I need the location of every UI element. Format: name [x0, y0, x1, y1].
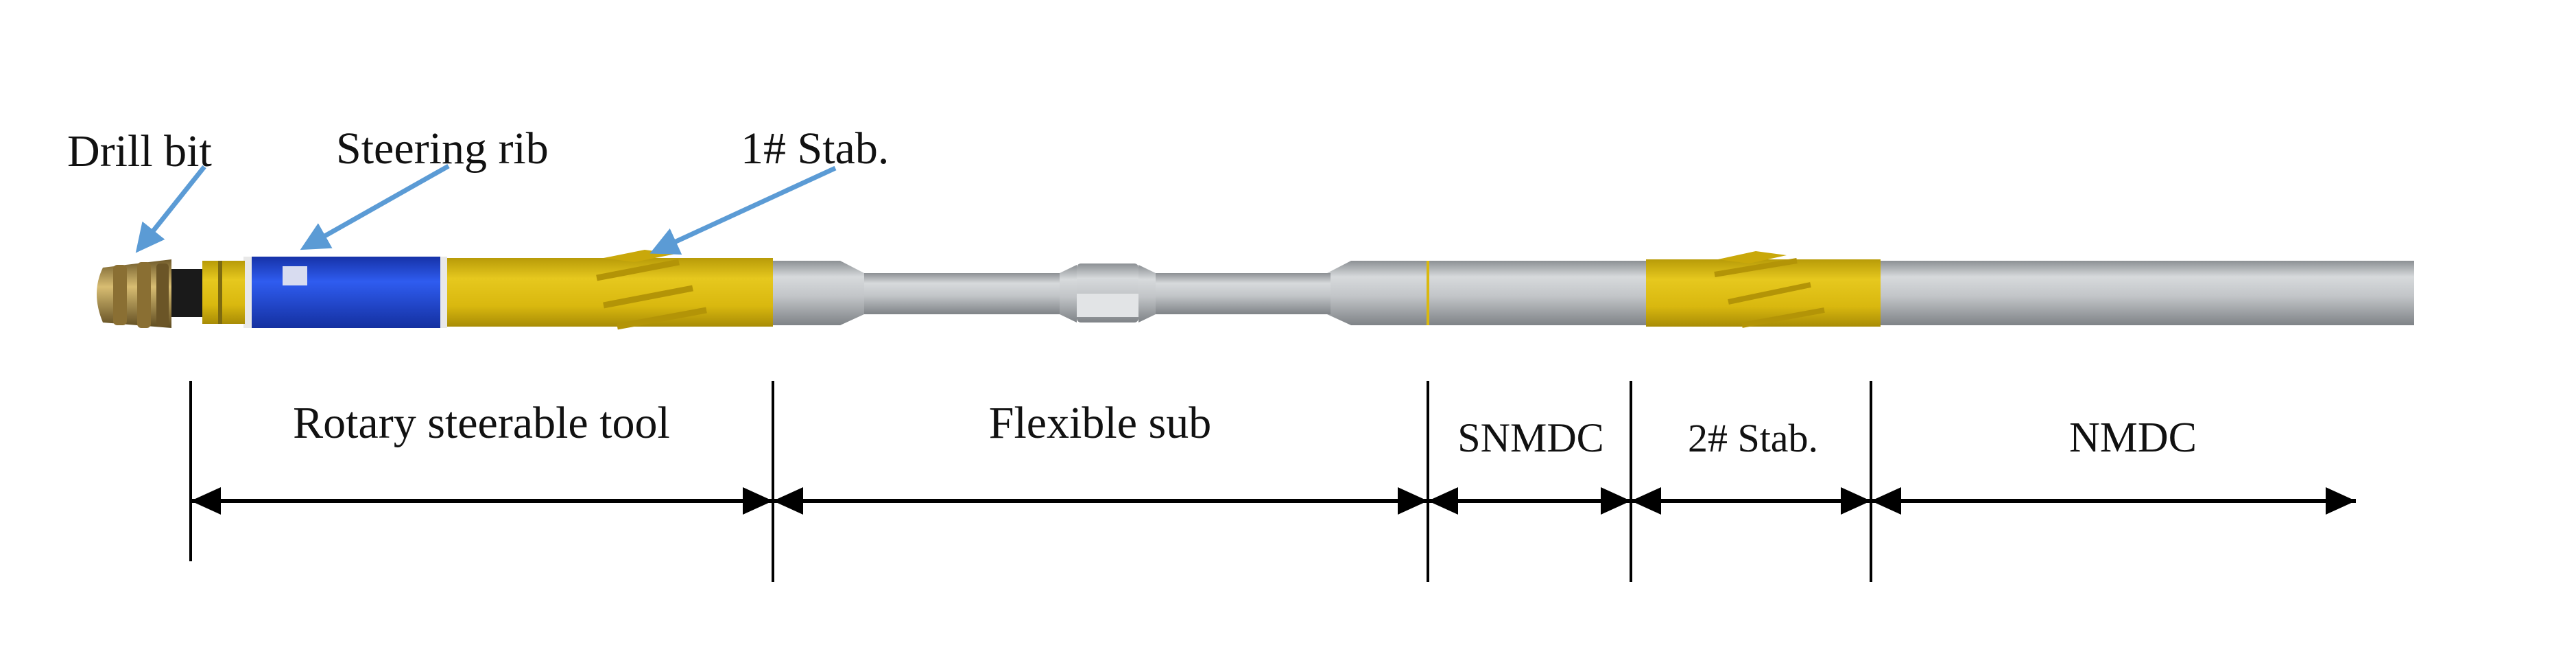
arrowhead: [2326, 487, 2356, 515]
dimension-lines: [189, 381, 2356, 582]
snmdc-label: SNMDC: [1457, 415, 1603, 460]
steering-rib-arrow: [300, 163, 450, 250]
callouts: Drill bit Steering rib 1# Stab.: [67, 124, 889, 255]
stab-1-arrow: [649, 165, 837, 255]
drill-bit-arrow: [135, 165, 206, 253]
arrowhead: [1631, 487, 1661, 515]
rst-yellow-section: [442, 250, 773, 330]
arrowhead: [773, 487, 803, 515]
arrowhead: [1841, 487, 1871, 515]
arrowhead: [1601, 487, 1631, 515]
stab-1-label: 1# Stab.: [741, 124, 889, 174]
stab-2-label: 2# Stab.: [1688, 416, 1818, 460]
flexible-sub-label: Flexible sub: [989, 398, 1212, 448]
arrowhead: [1398, 487, 1428, 515]
arrowhead: [1428, 487, 1458, 515]
rotary-steerable-tool-label: Rotary steerable tool: [293, 398, 670, 448]
snmdc-collar: [1428, 261, 1647, 325]
drill-bit-body: [97, 259, 171, 328]
steering-rib-label: Steering rib: [336, 124, 549, 174]
section-labels: Rotary steerable tool Flexible sub SNMDC…: [293, 398, 2197, 461]
arrowhead: [743, 487, 773, 515]
flexible-sub-body: [772, 261, 1427, 325]
bit-neck: [171, 269, 204, 317]
nmdc-collar: [1879, 261, 2414, 325]
arrowhead: [1871, 487, 1901, 515]
bit-sub-ring: [202, 261, 245, 324]
stabilizer-2-body: [1646, 251, 1881, 328]
steering-rib-housing: [243, 257, 447, 328]
bha-assembly: [97, 250, 2414, 330]
drill-bit-label: Drill bit: [67, 126, 212, 176]
arrowhead: [191, 487, 221, 515]
steering-rib-pad: [283, 266, 307, 285]
nmdc-label: NMDC: [2069, 414, 2197, 461]
